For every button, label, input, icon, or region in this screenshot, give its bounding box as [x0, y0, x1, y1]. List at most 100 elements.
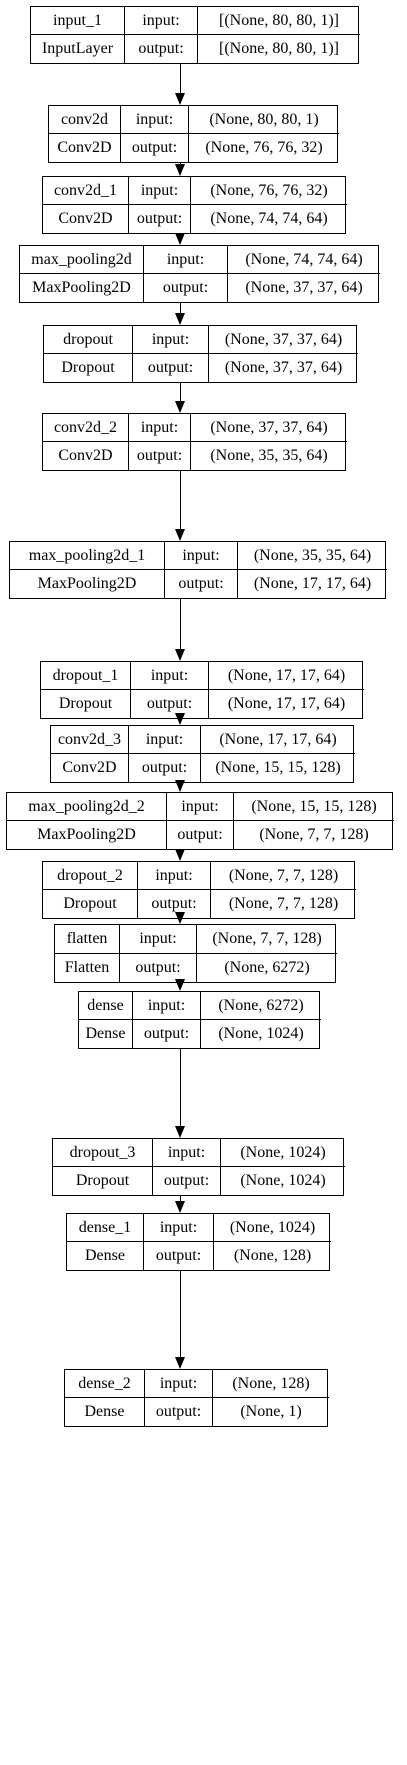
output-shape: (None, 17, 17, 64)	[253, 575, 372, 592]
input-label: input:	[165, 542, 238, 569]
arrowhead-icon	[175, 233, 185, 245]
input-label: input:	[120, 925, 197, 953]
output-label: output:	[129, 754, 201, 782]
input-shape: (None, 128)	[232, 1374, 310, 1392]
input-shape: (None, 76, 76, 32)	[210, 181, 328, 199]
layer-type: Dropout	[44, 354, 133, 382]
layer-type: Dropout	[53, 1167, 153, 1195]
input-label: input:	[153, 1139, 221, 1166]
layer-type: Dropout	[43, 890, 138, 918]
input-label: input:	[129, 414, 191, 441]
input-label: input:	[121, 106, 189, 133]
input-label: input:	[129, 177, 191, 204]
output-shape: (None, 6272)	[224, 958, 310, 976]
layer-type: Dense	[67, 1242, 144, 1270]
input-label: input:	[125, 7, 198, 34]
output-shape: (None, 7, 7, 128)	[259, 826, 369, 843]
output-shape: (None, 37, 37, 64)	[245, 279, 363, 296]
output-label: output:	[125, 35, 198, 63]
edge-line	[180, 1271, 181, 1357]
arrowhead-icon	[175, 93, 185, 105]
layer-name: dense_2	[65, 1370, 145, 1397]
input-shape: [(None, 80, 80, 1)]	[219, 11, 339, 29]
input-label: input:	[133, 992, 201, 1019]
layer-name: dropout	[44, 326, 133, 353]
edge-line	[180, 64, 181, 93]
layer-type: Dense	[65, 1398, 145, 1426]
output-shape: (None, 35, 35, 64)	[210, 447, 328, 464]
input-label: input:	[138, 862, 211, 889]
output-label: output:	[129, 442, 191, 470]
output-label: output:	[131, 690, 209, 718]
output-shape: (None, 1024)	[240, 1172, 326, 1189]
layer-name: conv2d	[49, 106, 121, 133]
output-shape: (None, 128)	[233, 1247, 312, 1264]
input-label: input:	[167, 793, 234, 820]
input-shape: (None, 1024)	[229, 1218, 316, 1236]
input-shape: (None, 7, 7, 128)	[212, 929, 322, 947]
output-shape: (None, 76, 76, 32)	[205, 139, 323, 156]
arrowhead-icon	[175, 401, 185, 413]
input-shape: (None, 35, 35, 64)	[253, 546, 372, 564]
layer-name: dropout_3	[53, 1139, 153, 1166]
layer-type: Conv2D	[49, 134, 121, 162]
output-label: output:	[144, 274, 228, 302]
output-shape: (None, 74, 74, 64)	[210, 210, 328, 227]
output-label: output:	[138, 890, 211, 918]
arrowhead-icon	[175, 1201, 185, 1213]
output-shape: (None, 1024)	[218, 1025, 304, 1042]
output-label: output:	[145, 1398, 213, 1426]
layer-name: dropout_2	[43, 862, 138, 889]
output-shape: (None, 37, 37, 64)	[224, 359, 343, 376]
arrowhead-icon	[175, 713, 185, 725]
layer-name: max_pooling2d	[20, 246, 144, 273]
arrowhead-icon	[175, 313, 185, 325]
layer-name: conv2d_3	[51, 726, 129, 753]
output-label: output:	[121, 134, 189, 162]
layer-name: input_1	[31, 7, 125, 34]
edge-line	[180, 383, 181, 401]
input-shape: (None, 6272)	[218, 996, 304, 1014]
layer-name: max_pooling2d_2	[7, 793, 167, 820]
arrowhead-icon	[175, 164, 185, 176]
layer-name: dropout_1	[41, 662, 131, 689]
layer-name: conv2d_1	[43, 177, 129, 204]
input-shape: (None, 17, 17, 64)	[227, 666, 346, 684]
layer-type: Conv2D	[43, 442, 129, 470]
layer-name: conv2d_2	[43, 414, 129, 441]
input-label: input:	[129, 726, 201, 753]
layer-name: dense	[79, 992, 133, 1019]
edge-line	[180, 1049, 181, 1126]
output-shape: [(None, 80, 80, 1)]	[219, 40, 339, 57]
edge-line	[180, 1196, 181, 1201]
edge-line	[180, 303, 181, 313]
arrowhead-icon	[175, 1357, 185, 1369]
layer-type: InputLayer	[31, 35, 125, 63]
